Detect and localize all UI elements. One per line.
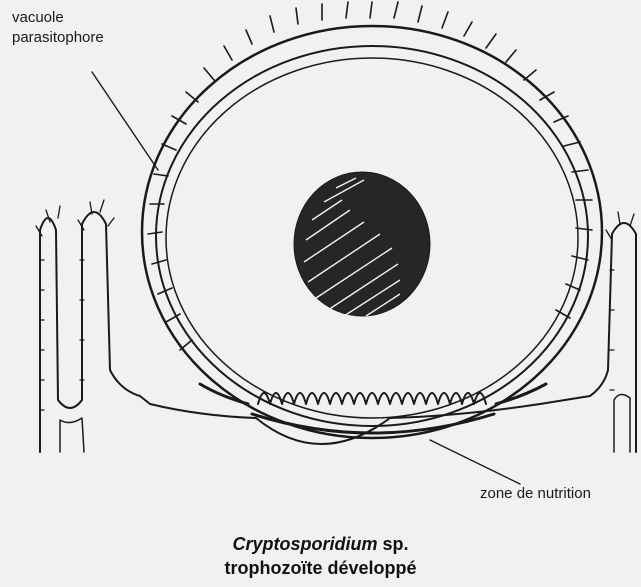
zone-leader-line [430,440,520,484]
caption-genus: Cryptosporidium [232,534,377,554]
host-cell-inner-line [60,418,84,452]
caption-subtitle: trophozoïte développé [0,556,641,580]
feeder-organelle [258,393,486,404]
zone-de-nutrition-label: zone de nutrition [480,484,641,504]
caption-species: sp. [378,534,409,554]
host-cell-inner-line-right [614,394,630,452]
vacuole-leader-line [92,72,158,170]
left-microvilli [36,200,114,410]
nucleus [294,172,430,316]
vacuole-label-line1: vacuole [12,8,162,28]
caption-title: Cryptosporidium sp. [0,532,641,556]
figure-caption: Cryptosporidium sp. trophozoïte développ… [0,532,641,580]
vacuole-label-line2: parasitophore [12,28,162,48]
vacuole-parasitophore-label: vacuole parasitophore [12,8,162,48]
